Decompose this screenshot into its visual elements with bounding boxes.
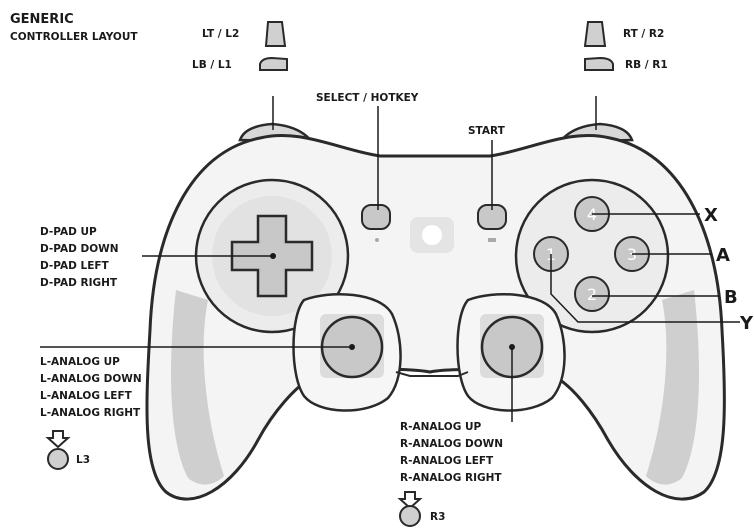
a-button-label: A [716, 245, 730, 266]
r-analog-up-label: R-ANALOG UP [400, 421, 482, 433]
face-button-2-label: 2 [587, 285, 597, 304]
l3-label: L3 [76, 454, 90, 466]
rb-bumper-icon [585, 58, 613, 70]
rb-label: RB / R1 [625, 59, 668, 71]
y-button-label: Y [739, 313, 754, 334]
l3-press-icon [48, 431, 68, 469]
right-analog-anchor-dot [509, 344, 515, 350]
r-analog-right-label: R-ANALOG RIGHT [400, 472, 502, 484]
r3-press-icon [400, 492, 420, 526]
l-analog-right-label: L-ANALOG RIGHT [40, 407, 141, 419]
b-button-label: B [724, 287, 738, 308]
l-analog-down-label: L-ANALOG DOWN [40, 373, 142, 385]
r-analog-left-label: R-ANALOG LEFT [400, 455, 494, 467]
dpad-anchor-dot [270, 253, 276, 259]
left-analog-anchor-dot [349, 344, 355, 350]
title-line-2: CONTROLLER LAYOUT [10, 31, 138, 43]
r-analog-down-label: R-ANALOG DOWN [400, 438, 503, 450]
lb-bumper-icon [260, 58, 287, 70]
l-analog-up-label: L-ANALOG UP [40, 356, 120, 368]
l-analog-left-label: L-ANALOG LEFT [40, 390, 133, 402]
select-button[interactable] [362, 205, 390, 229]
lt-trigger-icon [266, 22, 285, 46]
select-indicator-icon [375, 238, 379, 242]
x-button-label: X [704, 205, 718, 226]
lb-label: LB / L1 [192, 59, 232, 71]
select-label: SELECT / HOTKEY [316, 92, 419, 104]
title-line-1: GENERIC [10, 12, 74, 27]
r3-label: R3 [430, 511, 445, 523]
face-button-2[interactable]: 2 [575, 277, 609, 311]
lt-label: LT / L2 [202, 28, 239, 40]
dpad-up-label: D-PAD UP [40, 226, 97, 238]
dpad-right-label: D-PAD RIGHT [40, 277, 118, 289]
logo-icon [422, 225, 442, 245]
start-label: START [468, 125, 506, 137]
rt-trigger-icon [585, 22, 605, 46]
dpad-down-label: D-PAD DOWN [40, 243, 119, 255]
start-indicator-icon [488, 238, 496, 242]
dpad-left-label: D-PAD LEFT [40, 260, 110, 272]
rt-label: RT / R2 [623, 28, 664, 40]
